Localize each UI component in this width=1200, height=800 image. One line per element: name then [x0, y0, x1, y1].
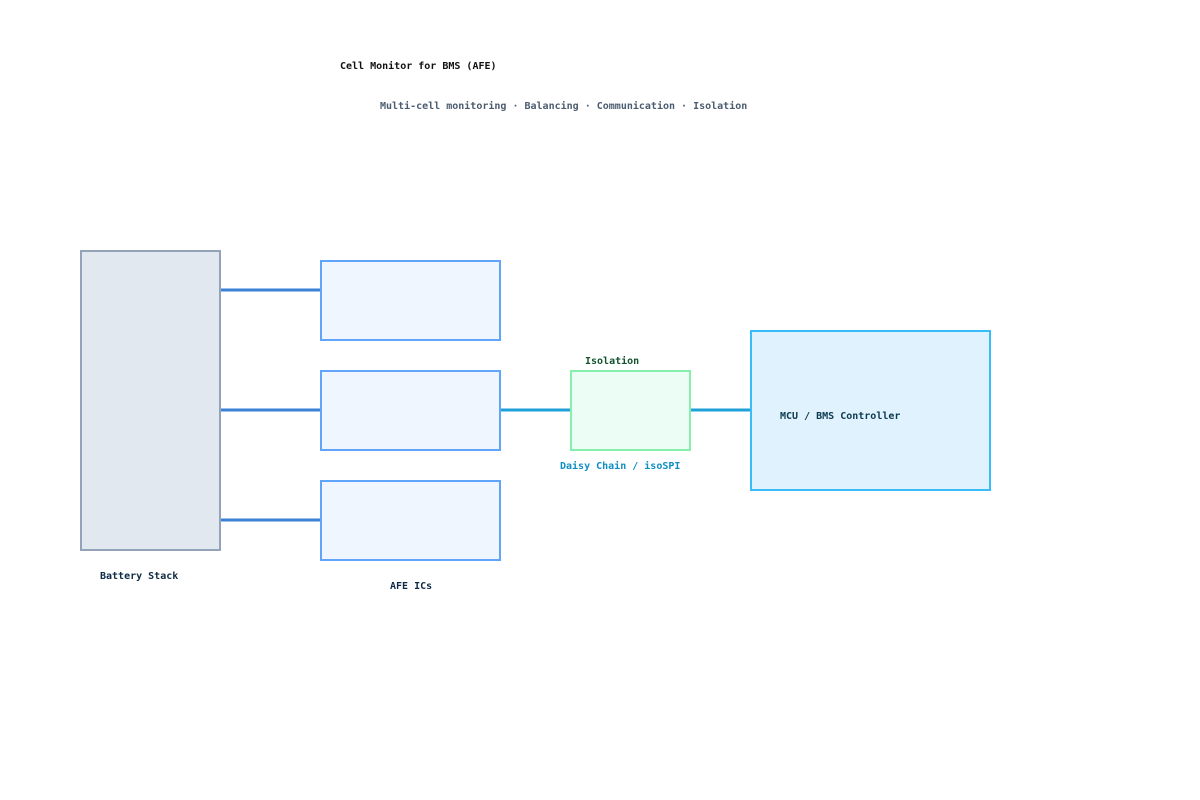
isolation-block [570, 370, 691, 451]
diagram-subtitle: Multi-cell monitoring · Balancing · Comm… [380, 100, 747, 112]
battery-stack-label: Battery Stack [100, 571, 178, 582]
isolation-label: Isolation [585, 355, 639, 367]
battery-stack-block [80, 250, 221, 551]
diagram-title: Cell Monitor for BMS (AFE) [340, 60, 497, 72]
mcu-block [750, 330, 991, 491]
mcu-label: MCU / BMS Controller [780, 411, 900, 422]
afe-ic-block-3 [320, 480, 501, 561]
afe-ics-label: AFE ICs [390, 581, 432, 592]
afe-ic-block-1 [320, 260, 501, 341]
daisy-chain-label: Daisy Chain / isoSPI [560, 460, 680, 472]
afe-ic-block-2 [320, 370, 501, 451]
